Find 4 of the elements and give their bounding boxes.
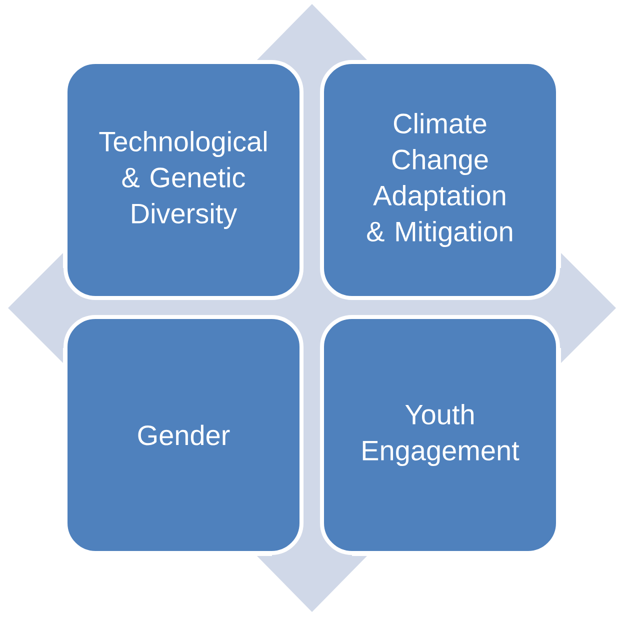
rounded-box: Technological & Genetic Diversity bbox=[64, 60, 304, 300]
rounded-box: Gender bbox=[64, 314, 304, 555]
rounded-box: Climate Change Adaptation & Mitigation bbox=[320, 60, 560, 300]
rounded-box: Youth Engagement bbox=[320, 314, 560, 555]
